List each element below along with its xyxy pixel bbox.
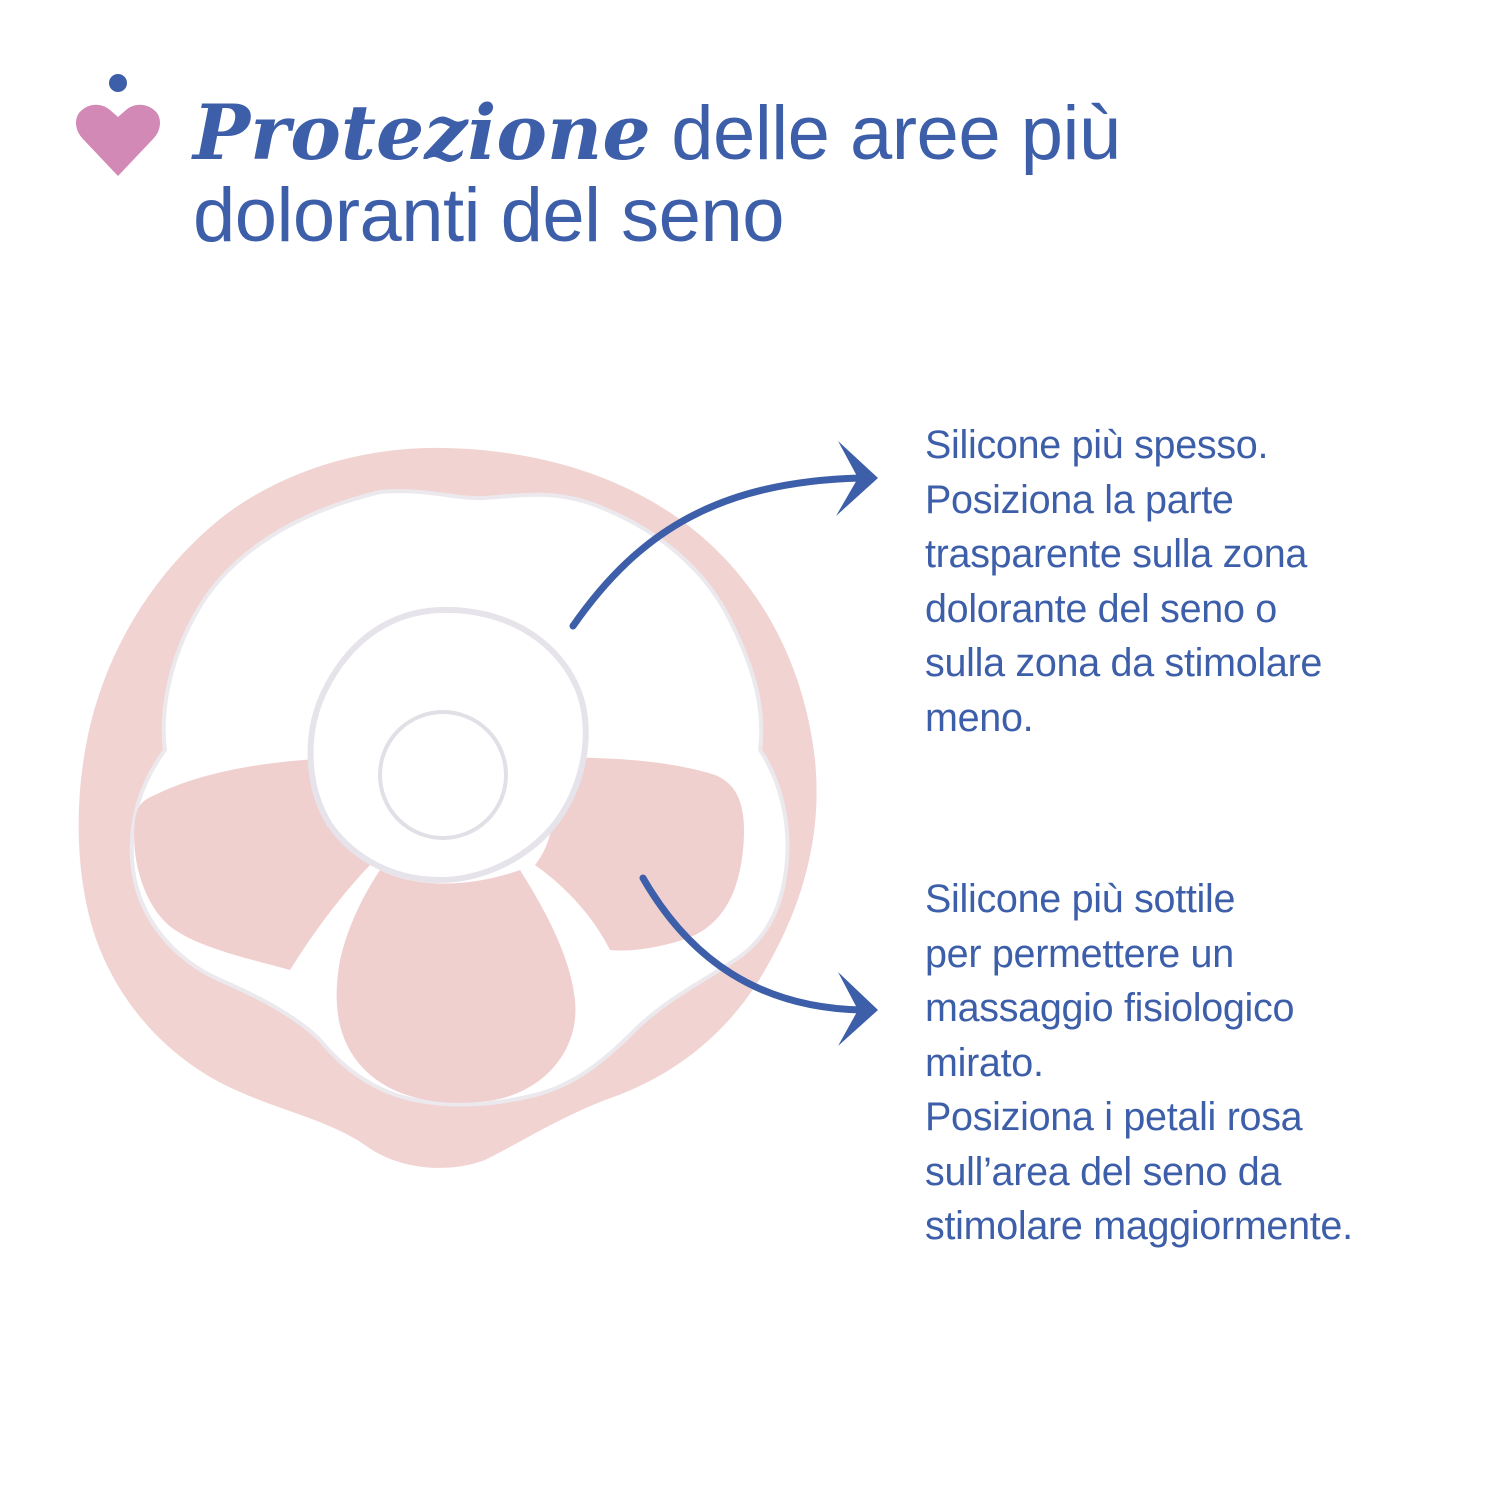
center-hole xyxy=(378,710,508,840)
callout-thinner-silicone: Silicone più sottile per permettere un m… xyxy=(925,872,1353,1254)
callout-line: Silicone più sottile xyxy=(925,877,1236,921)
title-emphasis: Protezione xyxy=(193,88,651,177)
callout-line: meno. xyxy=(925,695,1034,740)
title-line-1: Protezione delle aree più xyxy=(193,92,1121,175)
callout-line: per permettere un xyxy=(925,931,1234,976)
callout-line: sulla zona da stimolare xyxy=(925,641,1323,685)
petal-left xyxy=(134,758,375,970)
callout-line: dolorante del seno o xyxy=(925,586,1277,631)
callout-line: Silicone più spesso. xyxy=(925,423,1269,467)
callout-line: mirato. xyxy=(925,1040,1044,1085)
callout-line: massaggio fisiologico xyxy=(925,986,1295,1030)
callout-line: Posiziona la parte xyxy=(925,477,1234,522)
callout-line: trasparente sulla zona xyxy=(925,532,1308,576)
petal-bottom xyxy=(336,870,576,1103)
title-rest: delle aree più xyxy=(650,91,1121,176)
callout-line: Posiziona i petali rosa xyxy=(925,1095,1303,1139)
callout-thicker-silicone: Silicone più spesso. Posiziona la parte … xyxy=(925,418,1322,745)
callout-line: sull’area del seno da xyxy=(925,1149,1282,1194)
callout-line: stimolare maggiormente. xyxy=(925,1204,1353,1248)
page-title: Protezione delle aree più doloranti del … xyxy=(193,92,1121,257)
heart-with-dot-icon xyxy=(76,74,160,176)
title-line-2: doloranti del seno xyxy=(193,173,784,258)
breast-shield-illustration xyxy=(78,447,817,1168)
